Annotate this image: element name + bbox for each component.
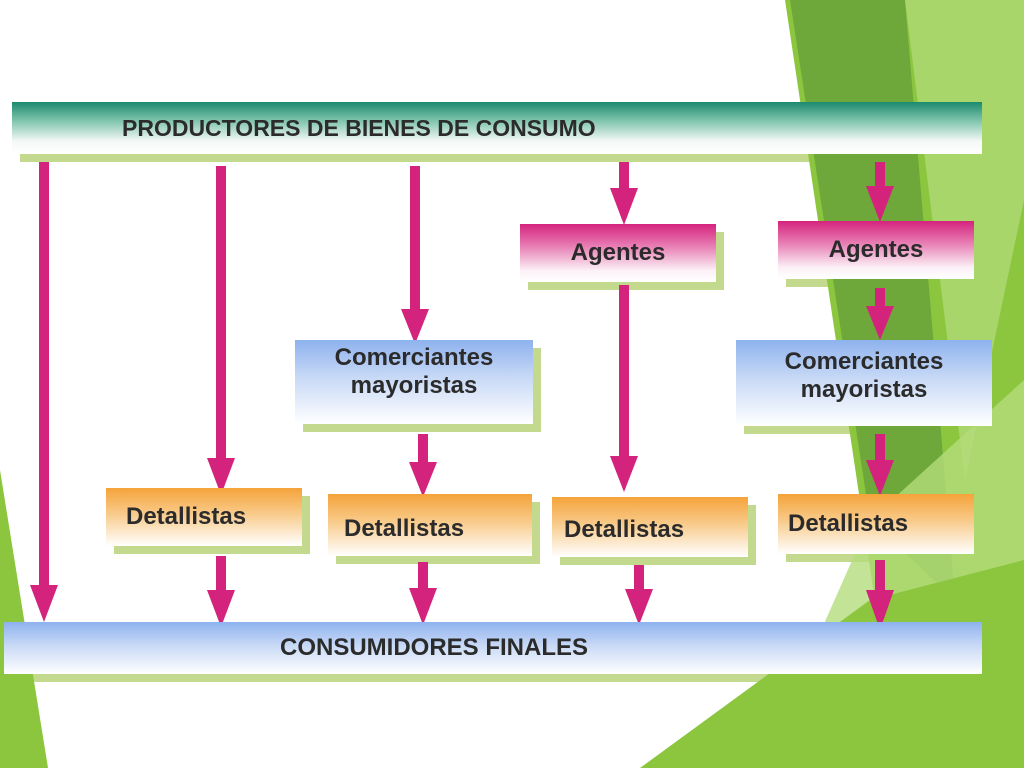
retailers-box-3: Detallistas <box>552 497 756 565</box>
retailers-box-4: Detallistas <box>778 494 982 562</box>
consumers-box: CONSUMIDORES FINALES <box>4 622 990 682</box>
arrow-agent-1-to-retailer-3 <box>610 285 638 492</box>
arrow-retailer-1-to-consumers <box>207 556 235 627</box>
arrow-producers-to-agent-1 <box>610 162 638 225</box>
agents-box-2: Agentes <box>778 221 982 287</box>
retailers-label-4: Detallistas <box>788 510 909 538</box>
agents-box-1: Agentes <box>520 224 724 290</box>
agents-label-2: Agentes <box>828 236 924 264</box>
retailers-label-3: Detallistas <box>564 516 685 544</box>
retailers-label-1: Detallistas <box>126 503 247 531</box>
arrow-producers-to-wholesaler-1 <box>401 166 429 344</box>
retailers-label-2: Detallistas <box>344 515 465 543</box>
arrow-agent-2-to-wholesaler-2 <box>866 288 894 340</box>
wholesalers-box-2: Comerciantes mayoristas <box>736 340 1000 434</box>
arrow-retailer-3-to-consumers <box>625 565 653 625</box>
wholesalers-label-1: Comerciantes mayoristas <box>334 344 494 399</box>
arrow-producers-to-retailer-1 <box>207 166 235 495</box>
wholesalers-box-1: Comerciantes mayoristas <box>295 340 541 432</box>
agents-label-1: Agentes <box>570 239 666 267</box>
arrow-retailer-2-to-consumers <box>409 562 437 625</box>
arrow-wholesaler-1-to-retailer-2 <box>409 434 437 497</box>
arrow-wholesaler-2-to-retailer-4 <box>866 434 894 496</box>
consumers-label: CONSUMIDORES FINALES <box>280 634 589 662</box>
retailers-box-1: Detallistas <box>106 488 310 554</box>
arrow-retailer-4-to-consumers <box>866 560 894 630</box>
producers-label: PRODUCTORES DE BIENES DE CONSUMO <box>122 114 596 141</box>
wholesalers-label-2: Comerciantes mayoristas <box>784 348 944 403</box>
arrow-producers-to-agent-2 <box>866 162 894 222</box>
retailers-box-2: Detallistas <box>328 494 540 564</box>
arrow-direct-to-consumers <box>30 162 58 622</box>
producers-box: PRODUCTORES DE BIENES DE CONSUMO <box>12 102 990 162</box>
